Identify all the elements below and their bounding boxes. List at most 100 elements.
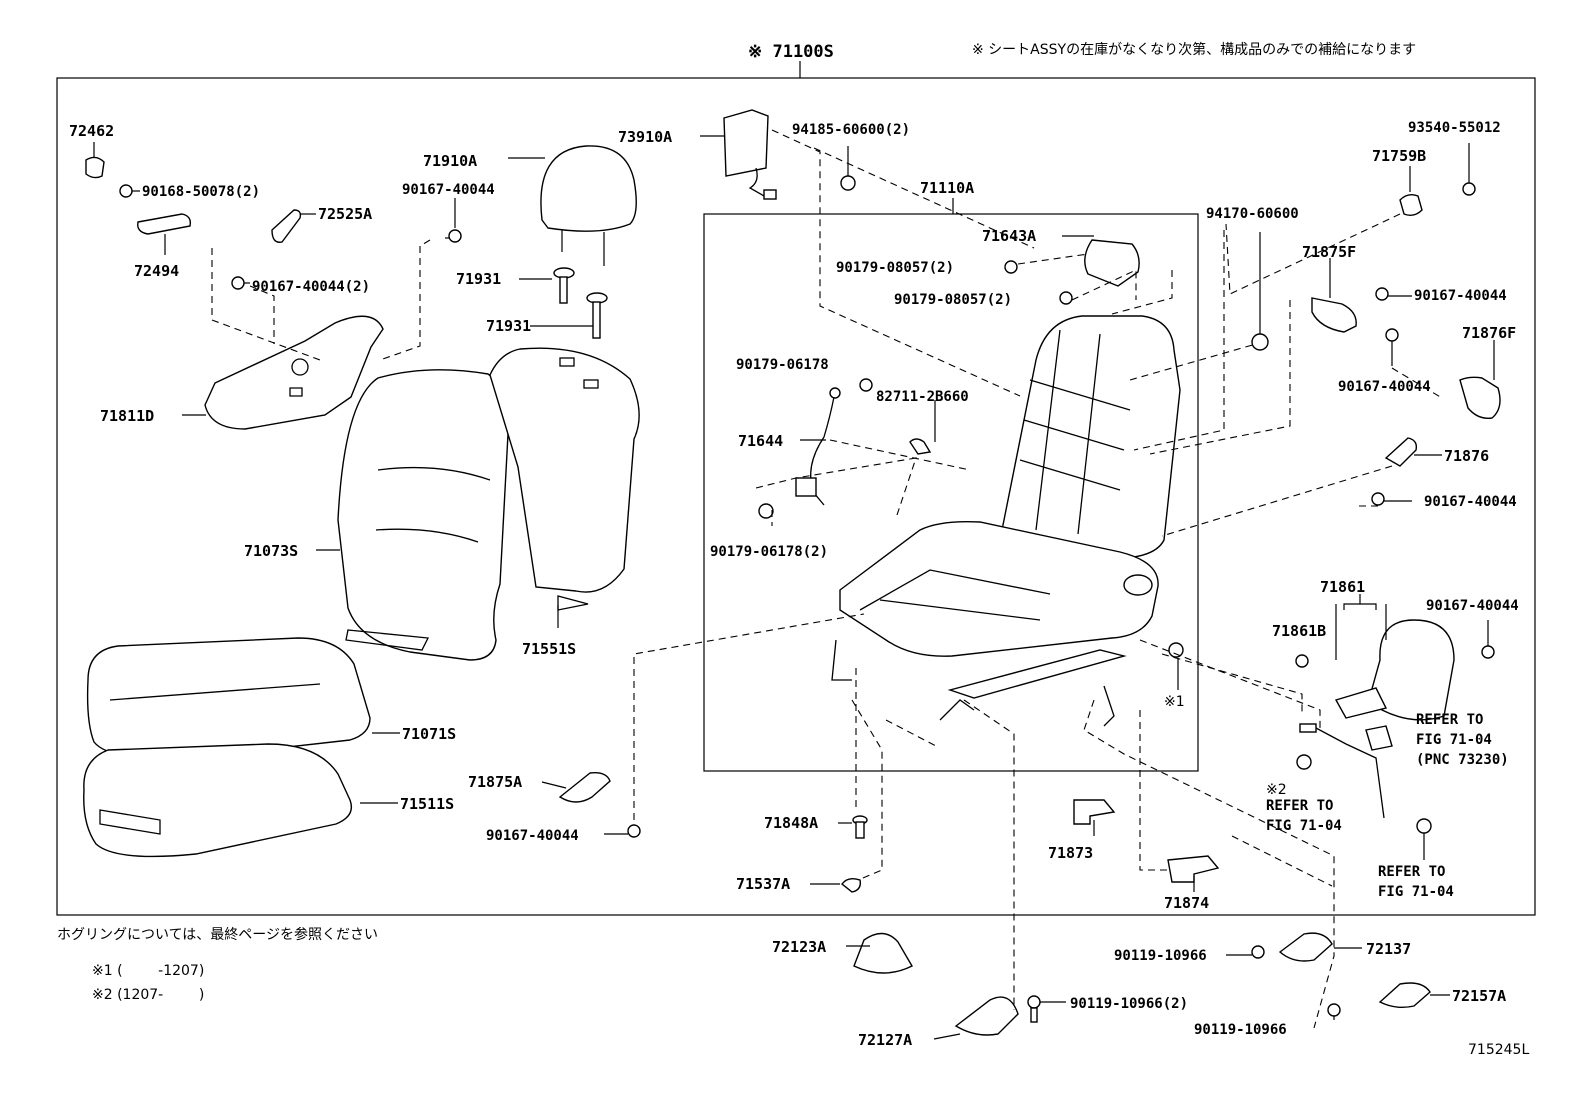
- seat-cushion-cover-71071S: [86, 637, 371, 760]
- label-mark-1: ※1: [1164, 694, 1185, 710]
- footnote-2: ※2 (1207- ): [92, 987, 204, 1003]
- headrest-support-71931-b: [586, 292, 608, 339]
- cover-72127A: [954, 996, 1019, 1036]
- label-90167-40044-2: 90167-40044(2): [252, 279, 370, 295]
- cover-71876: [1384, 437, 1418, 467]
- bracket-71875A: [558, 771, 611, 803]
- label-90167-40044-c: 90167-40044: [1414, 288, 1507, 304]
- cap-72462: [85, 156, 105, 179]
- screw-90167-40044-left: [231, 276, 250, 290]
- washer-94170-60600: [1251, 232, 1269, 351]
- seat-frame-71110A: [831, 315, 1181, 727]
- label-94185-60600-2: 94185-60600(2): [792, 122, 910, 138]
- motor-71643A: [1084, 239, 1140, 287]
- nut-belt: [1416, 818, 1432, 834]
- label-71073S: 71073S: [244, 542, 298, 560]
- diagram-border: [56, 77, 1536, 916]
- bracket-71873: [1073, 799, 1116, 825]
- headrest-71910A: [540, 145, 637, 232]
- part-labels: 72462 90168-50078(2) 72525A 72494 90167-…: [69, 120, 1519, 1049]
- label-90119-10966-a: 90119-10966: [1114, 948, 1207, 964]
- reference-clip: REFER TO FIG 71-04: [1266, 798, 1342, 834]
- label-mark-2: ※2: [1266, 782, 1287, 798]
- label-71931-a: 71931: [456, 270, 501, 288]
- label-90167-40044-a: 90167-40044: [402, 182, 495, 198]
- screw-90167-40044-r5: [1481, 620, 1495, 659]
- label-90179-08057-2a: 90179-08057(2): [836, 260, 954, 276]
- nut-90179-08057-b: [1059, 291, 1073, 305]
- bracket-71874: [1167, 855, 1220, 883]
- reference-belt: REFER TO FIG 71-04 (PNC 73230): [1416, 712, 1509, 768]
- label-72525A: 72525A: [318, 205, 372, 223]
- nut-90179-06178: [829, 378, 873, 399]
- label-71071S: 71071S: [402, 725, 456, 743]
- label-71644: 71644: [738, 432, 783, 450]
- buckle-73230: [1365, 725, 1393, 751]
- label-71110A: 71110A: [920, 179, 974, 197]
- bolt-90119-10966-a: [1226, 945, 1265, 959]
- svg-text:(PNC 73230): (PNC 73230): [1416, 752, 1509, 768]
- screw-90168-50078: [119, 184, 140, 198]
- nut-90179-06178-2: [758, 503, 774, 519]
- svg-text:FIG 71-04: FIG 71-04: [1378, 884, 1454, 900]
- screw-90167-40044-r2: [1385, 328, 1399, 366]
- screw-90167-40044-r3: [1371, 492, 1412, 506]
- label-72462: 72462: [69, 122, 114, 140]
- label-90168-50078-2: 90168-50078(2): [142, 184, 260, 200]
- label-90167-40044-b: 90167-40044: [486, 828, 579, 844]
- label-71759B: 71759B: [1372, 147, 1426, 165]
- nut-90179-08057-a: [1004, 260, 1018, 274]
- seat-cushion-pad-71511S: [83, 743, 353, 858]
- seatback-cover-71073S: [337, 369, 510, 661]
- cover-72123A: [853, 932, 913, 974]
- clip-71759B: [1399, 193, 1423, 217]
- cover-71876F: [1459, 376, 1501, 419]
- label-90179-06178: 90179-06178: [736, 357, 829, 373]
- svg-text:REFER TO: REFER TO: [1378, 864, 1445, 880]
- svg-text:FIG 71-04: FIG 71-04: [1416, 732, 1492, 748]
- supply-note: ※ シートASSYの在庫がなくなり次第、構成品のみでの補給になります: [972, 41, 1416, 58]
- label-72123A: 72123A: [772, 938, 826, 956]
- label-71876: 71876: [1444, 447, 1489, 465]
- figure-id: 715245L: [1468, 1042, 1529, 1058]
- label-71875F: 71875F: [1302, 243, 1356, 261]
- airbag-73910A: [723, 109, 769, 177]
- label-90167-40044-f: 90167-40044: [1426, 598, 1519, 614]
- svg-text:REFER TO: REFER TO: [1416, 712, 1483, 728]
- clip-mark-1: [1168, 642, 1184, 658]
- headrest-support-71931-a: [553, 267, 575, 304]
- label-82711-2B660: 82711-2B660: [876, 389, 969, 405]
- label-72127A: 72127A: [858, 1031, 912, 1049]
- label-72157A: 72157A: [1452, 987, 1506, 1005]
- label-71643A: 71643A: [982, 227, 1036, 245]
- label-90119-10966-b: 90119-10966: [1194, 1022, 1287, 1038]
- screw-90167-40044-bottom-left: [604, 824, 641, 838]
- label-90167-40044-d: 90167-40044: [1338, 379, 1431, 395]
- screw-93540-55012: [1462, 143, 1476, 196]
- label-71873: 71873: [1048, 844, 1093, 862]
- bolt-90119-10966-2: [1027, 995, 1066, 1023]
- nut-94185-60600: [840, 146, 856, 191]
- svg-text:REFER TO: REFER TO: [1266, 798, 1333, 814]
- label-90119-10966-2: 90119-10966(2): [1070, 996, 1188, 1012]
- label-71537A: 71537A: [736, 875, 790, 893]
- assy-number: ※ 71100S: [748, 42, 834, 62]
- cover-71875F: [1311, 297, 1357, 333]
- label-71811D: 71811D: [100, 407, 154, 425]
- clip-mark-2: [1296, 754, 1312, 770]
- label-71551S: 71551S: [522, 640, 576, 658]
- cover-72157A: [1378, 982, 1431, 1009]
- label-72137: 72137: [1366, 940, 1411, 958]
- footnote-1: ※1 ( -1207): [92, 963, 204, 979]
- label-71910A: 71910A: [423, 152, 477, 170]
- svg-text:FIG 71-04: FIG 71-04: [1266, 818, 1342, 834]
- shield-71861B: [1334, 687, 1388, 719]
- label-94170-60600: 94170-60600: [1206, 206, 1299, 222]
- label-90167-40044-e: 90167-40044: [1424, 494, 1517, 510]
- label-71875A: 71875A: [468, 773, 522, 791]
- seatback-pad-71551S: [489, 347, 640, 593]
- label-73910A: 73910A: [618, 128, 672, 146]
- label-71876F: 71876F: [1462, 324, 1516, 342]
- pin-71848A: [838, 815, 868, 839]
